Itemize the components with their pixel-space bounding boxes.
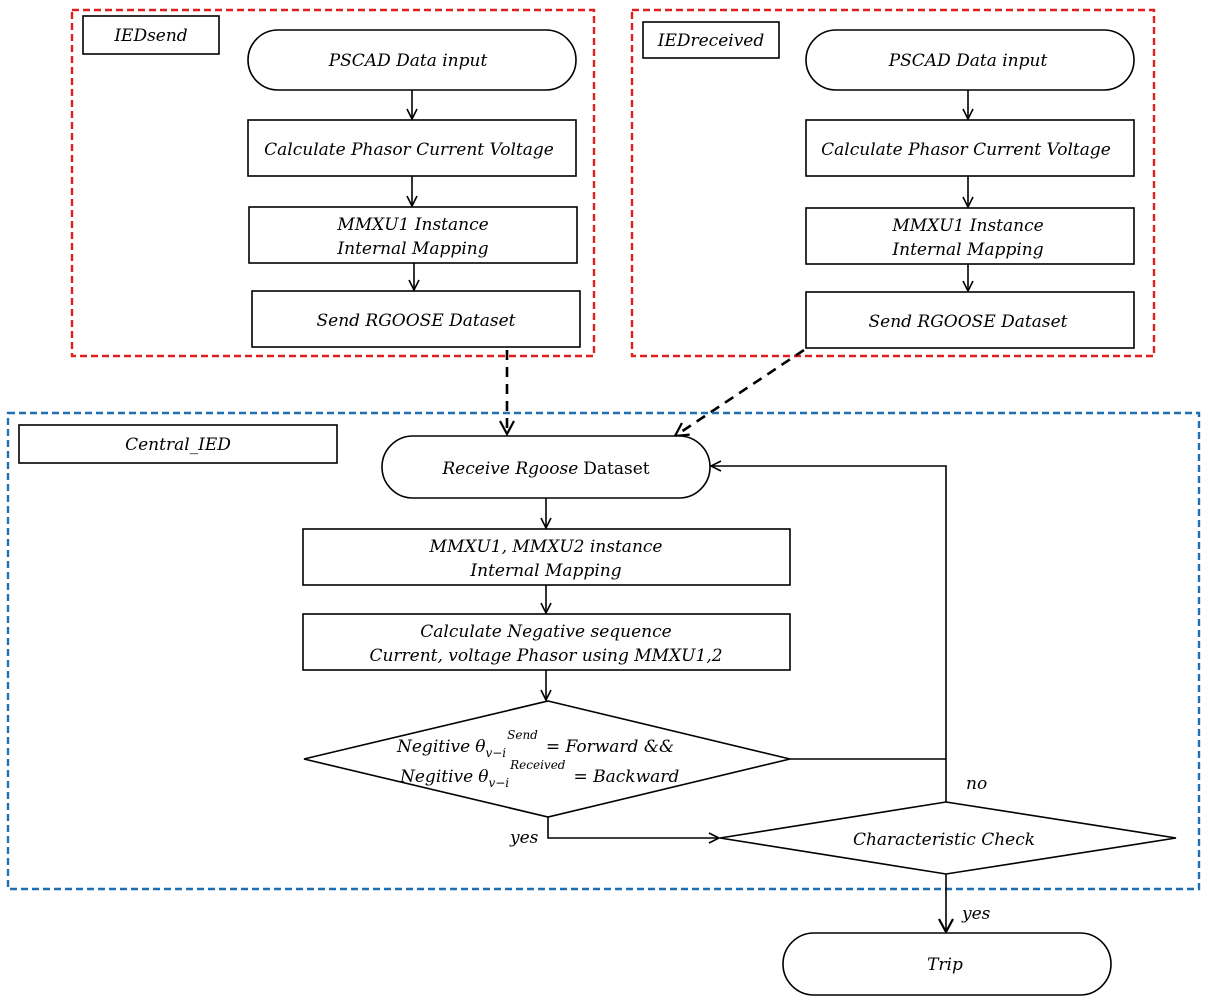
central-title: Central_IED: [125, 435, 231, 455]
ied-send-mmxu-line2: Internal Mapping: [336, 239, 488, 259]
ied-send-title-box: [82, 15, 220, 55]
ied-send-frame: [70, 8, 596, 358]
ied-received-title: IEDreceived: [657, 31, 765, 51]
ied-received-group: IEDreceived PSCAD Data input Calculate P…: [630, 8, 1156, 358]
ied-received-title-box: [642, 21, 780, 59]
mapping-line2: Internal Mapping: [469, 561, 621, 581]
central-title-box: [18, 424, 338, 464]
mapping-node: [302, 528, 791, 586]
receive-label-plain: Dataset: [583, 459, 650, 479]
ied-send-input-label: PSCAD Data input: [328, 51, 488, 71]
ied-received-input-label: PSCAD Data input: [888, 51, 1048, 71]
received-to-central-arrow: [675, 348, 805, 436]
ied-send-send-node: [251, 290, 581, 348]
ied-send-title: IEDsend: [113, 26, 187, 46]
ied-received-send-node: [805, 291, 1135, 349]
characteristic-check-label: Characteristic Check: [853, 830, 1035, 850]
ied-received-calc-label: Calculate Phasor Current Voltage: [821, 140, 1111, 160]
ied-received-send-label: Send RGOOSE Dataset: [868, 312, 1067, 332]
trip-label: Trip: [927, 955, 963, 975]
loop-back-connector: [711, 466, 947, 802]
ied-received-input-node: [805, 29, 1135, 91]
receive-label-italic: Receive Rgoose: [441, 459, 578, 479]
ied-received-mmxu-node: [805, 207, 1135, 265]
check-no-label: no: [966, 774, 987, 794]
ied-received-frame: [630, 8, 1156, 358]
decision-yes-connector: [547, 817, 719, 838]
calc-negative-line2: Current, voltage Phasor using MMXU1,2: [369, 646, 722, 666]
decision-yes-label: yes: [509, 828, 539, 848]
mapping-line1: MMXU1, MMXU2 instance: [429, 537, 663, 557]
ied-send-mmxu-node: [248, 206, 578, 264]
calc-negative-node: [302, 613, 791, 671]
ied-send-group: IEDsend PSCAD Data input Calculate Phaso…: [70, 8, 596, 358]
ied-send-send-label: Send RGOOSE Dataset: [316, 311, 515, 331]
calc-negative-line1: Calculate Negative sequence: [420, 622, 671, 642]
check-yes-label: yes: [961, 904, 991, 924]
trip-node: [782, 932, 1112, 996]
ied-received-mmxu-line2: Internal Mapping: [891, 240, 1043, 260]
central-frame: [6, 411, 1201, 891]
ied-received-mmxu-line1: MMXU1 Instance: [891, 216, 1043, 236]
ied-send-mmxu-line1: MMXU1 Instance: [336, 215, 488, 235]
ied-send-calc-label: Calculate Phasor Current Voltage: [264, 140, 554, 160]
ied-received-calc-node: [805, 119, 1135, 177]
